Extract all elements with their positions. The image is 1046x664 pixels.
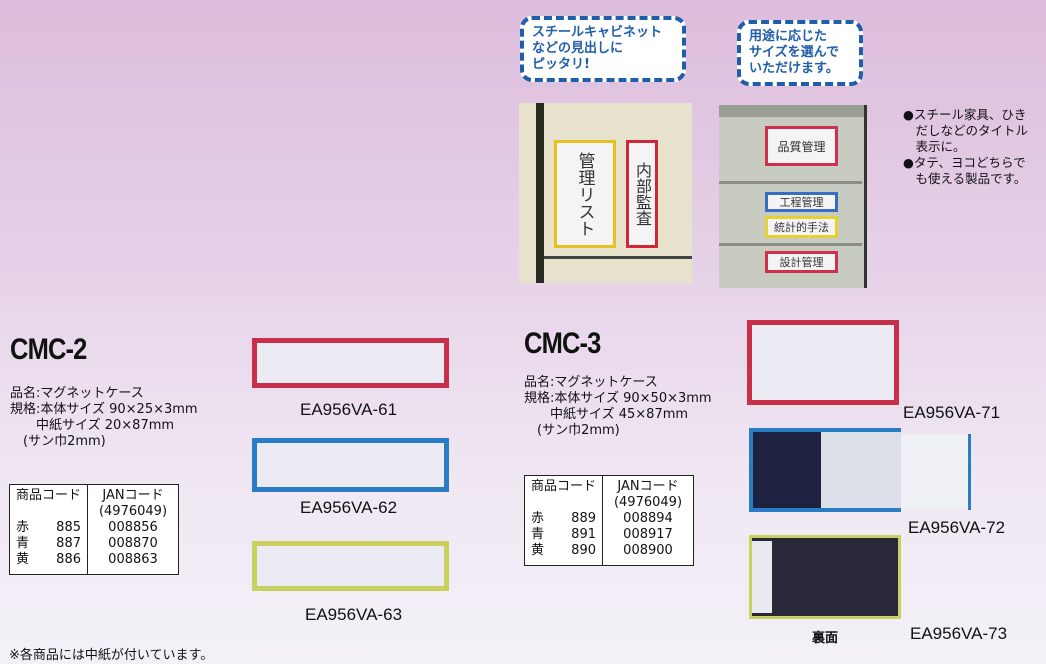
spec-line: 品名:マグネットケース <box>524 375 658 390</box>
code: 885 <box>56 520 81 535</box>
table-header: JANコード <box>102 488 164 503</box>
back-label: 裏面 <box>812 631 839 646</box>
sample-label: 設計管理 <box>765 251 838 273</box>
sample-label: 統計的手法 <box>765 216 838 238</box>
cmc2-spec: 品名:マグネットケース規格:本体サイズ 90×25×3mm 中紙サイズ 20×8… <box>10 370 198 450</box>
insert-paper <box>901 434 971 510</box>
code: 889 <box>571 511 596 526</box>
spec-line: 品名:マグネットケース <box>10 386 144 401</box>
feature-bullets: ●スチール家具、ひき だしなどのタイトル 表示に。●タテ、ヨコどちらで も使える… <box>903 107 1028 187</box>
callout-bubble: 用途に応じたサイズを選んでいただけます。 <box>737 20 863 86</box>
callout-bubble: スチールキャビネットなどの見出しにピッタリ! <box>520 16 686 82</box>
table-header: 商品コード <box>16 488 82 503</box>
sample-label: 内部監査 <box>626 140 658 248</box>
cmc3-code-table: 商品コード 赤 889 青 891 黄 890 JANコード(4976049) 008… <box>524 475 694 566</box>
product-image-red <box>252 338 449 388</box>
bullet-line: だしなどのタイトル <box>903 123 1029 138</box>
bubble-line: 用途に応じた <box>749 29 828 44</box>
product-image-yellow-back <box>749 535 901 619</box>
table-subheader: (4976049) <box>613 495 683 510</box>
jan: 008863 <box>108 552 158 567</box>
color: 黄 <box>531 543 545 558</box>
jan: 008900 <box>623 543 673 558</box>
bubble-line: などの見出しに <box>532 41 624 56</box>
bullet-line: ●スチール家具、ひき <box>903 107 1027 122</box>
jan: 008917 <box>623 527 673 542</box>
product-image-red <box>747 320 899 405</box>
bullet-line: ●タテ、ヨコどちらで <box>903 155 1026 170</box>
code: 886 <box>56 552 81 567</box>
product-code: EA956VA-62 <box>300 498 398 517</box>
bubble-line: ピッタリ! <box>532 57 590 72</box>
table-row: 赤 889 <box>531 511 596 527</box>
code: 891 <box>571 527 596 542</box>
cmc2-title: CMC-2 <box>10 333 87 366</box>
product-code: EA956VA-72 <box>908 518 1006 537</box>
footnote: ※各商品には中紙が付いています。 <box>9 648 214 663</box>
sample-label: 品質管理 <box>765 126 838 166</box>
jan: 008894 <box>623 511 673 526</box>
table-subheader: (4976049) <box>98 504 168 519</box>
color: 黄 <box>16 552 30 567</box>
product-image-blue <box>749 428 901 512</box>
bullet-line: も使える製品です。 <box>903 171 1027 186</box>
table-row: 黄 890 <box>531 543 596 559</box>
spec-line: (サン巾2mm) <box>10 434 106 449</box>
jan: 008856 <box>108 520 158 535</box>
code: 890 <box>571 543 596 558</box>
cmc2-code-table: 商品コード 赤 885 青 887 黄 886 JANコード(4976049) 008… <box>9 484 179 575</box>
product-code: EA956VA-61 <box>300 400 398 419</box>
bubble-line: スチールキャビネット <box>532 25 663 40</box>
product-code: EA956VA-73 <box>910 624 1008 643</box>
jan: 008870 <box>108 536 158 551</box>
table-row: 青 887 <box>16 536 81 552</box>
bullet-line: 表示に。 <box>903 139 966 154</box>
table-row: 青 891 <box>531 527 596 543</box>
bubble-line: サイズを選んで <box>749 45 839 60</box>
product-code: EA956VA-71 <box>903 403 1001 422</box>
color: 青 <box>16 536 30 551</box>
spec-line: 規格:本体サイズ 90×25×3mm <box>10 402 198 417</box>
product-code: EA956VA-63 <box>305 605 403 624</box>
spec-line: 中紙サイズ 20×87mm <box>10 418 175 433</box>
cmc3-spec: 品名:マグネットケース規格:本体サイズ 90×50×3mm 中紙サイズ 45×8… <box>524 359 712 439</box>
table-header: 商品コード <box>531 479 597 494</box>
sample-label: 工程管理 <box>765 192 838 212</box>
photo-cabinet-drawers: 品質管理 工程管理 統計的手法 設計管理 <box>719 105 867 288</box>
bubble-line: いただけます。 <box>749 61 839 76</box>
product-image-yellow <box>252 541 449 591</box>
sample-label: 管理リスト <box>554 140 616 248</box>
table-row: 赤 885 <box>16 520 81 536</box>
spec-line: 中紙サイズ 45×87mm <box>524 407 689 422</box>
color: 赤 <box>16 520 30 535</box>
spec-line: (サン巾2mm) <box>524 423 620 438</box>
photo-cabinet-vertical: 管理リスト 内部監査 <box>519 103 692 283</box>
table-header: JANコード <box>617 479 679 494</box>
product-image-blue <box>252 438 449 492</box>
cmc3-title: CMC-3 <box>524 327 601 360</box>
code: 887 <box>56 536 81 551</box>
color: 青 <box>531 527 545 542</box>
spec-line: 規格:本体サイズ 90×50×3mm <box>524 391 712 406</box>
table-row: 黄 886 <box>16 552 81 568</box>
color: 赤 <box>531 511 545 526</box>
